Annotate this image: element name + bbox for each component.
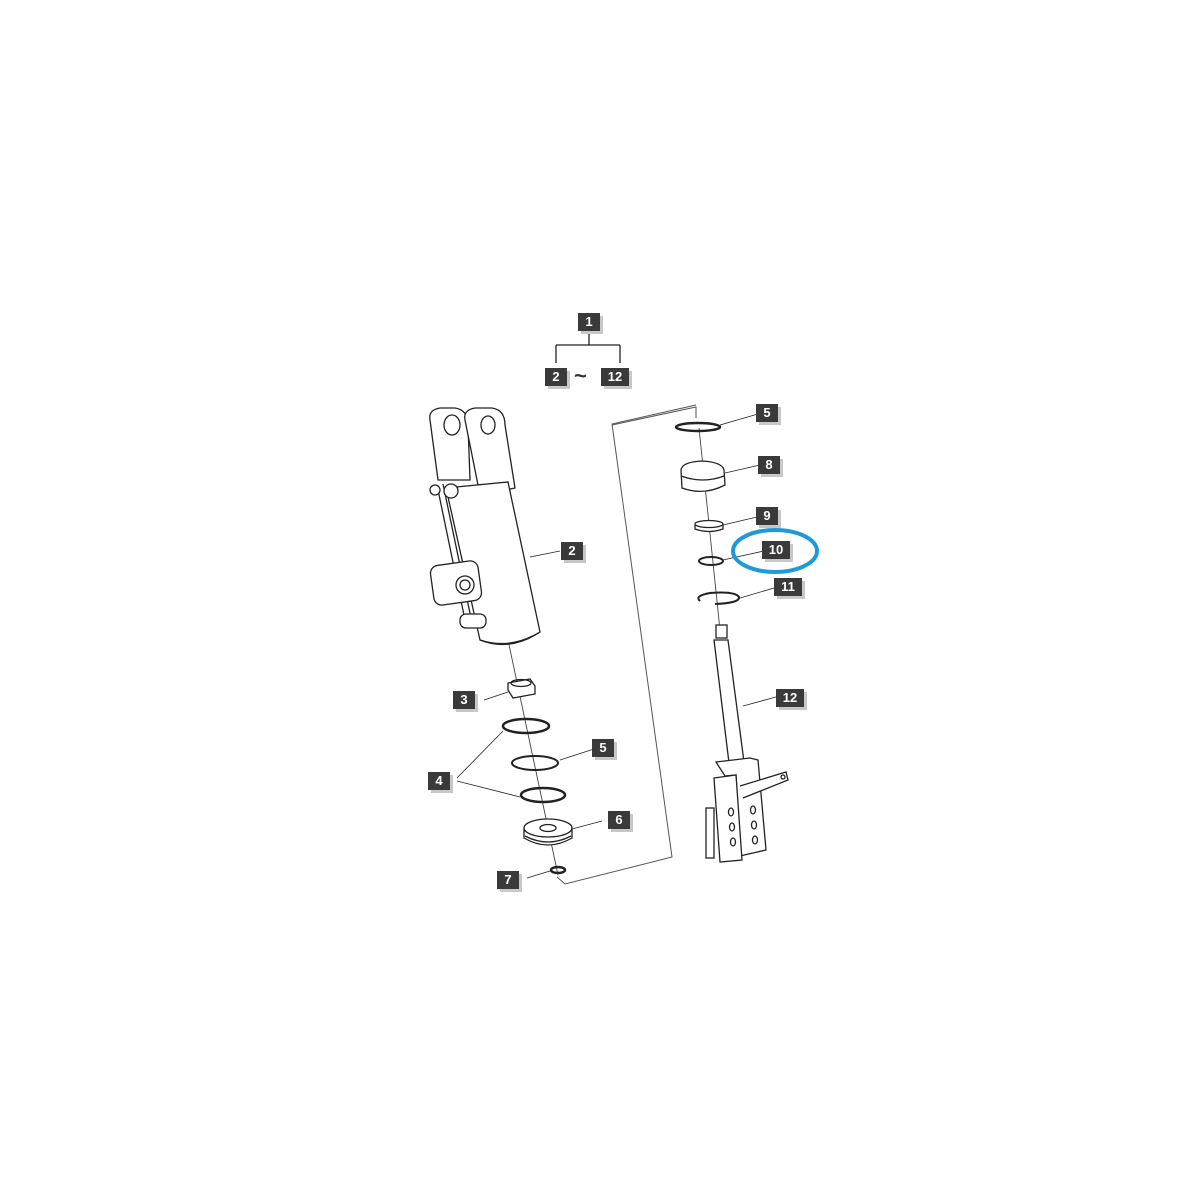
gland-cap-part[interactable] [680,460,761,492]
piston-part[interactable] [523,818,603,846]
callout-8[interactable]: 8 [758,456,780,474]
assembly-connector-line [611,406,697,426]
callout-10[interactable]: 10 [762,541,790,559]
o-ring-upper-part[interactable] [501,717,551,735]
highlight-circle [731,528,819,574]
callout-range-from[interactable]: 2 [545,368,567,386]
small-seal-part[interactable] [526,865,567,879]
callout-4[interactable]: 4 [428,772,450,790]
o-ring-middle-part[interactable] [511,755,559,771]
cylinder-body-part[interactable] [429,407,561,646]
callout-range-to[interactable]: 12 [601,368,629,386]
callout-7[interactable]: 7 [497,871,519,889]
hex-nut-part[interactable] [483,678,536,701]
callout-5-right[interactable]: 5 [756,404,778,422]
range-separator: ~ [574,363,587,388]
callout-5-left[interactable]: 5 [592,739,614,757]
assembly-connector-frame [556,404,697,885]
o-ring-top-right-part[interactable] [674,413,759,433]
assembly-bracket [555,333,621,363]
callout-12[interactable]: 12 [776,689,804,707]
washer-part[interactable] [694,516,758,533]
callout-9[interactable]: 9 [756,507,778,525]
callout-2[interactable]: 2 [561,542,583,560]
o-ring-lower-part[interactable] [519,786,567,804]
callout-11[interactable]: 11 [774,578,802,596]
callout-assembly-1[interactable]: 1 [578,313,600,331]
snap-ring-part[interactable] [697,587,775,605]
piston-rod-part[interactable] [705,624,789,863]
callout-6[interactable]: 6 [608,811,630,829]
seal-ring-part[interactable] [698,550,765,566]
callout-3[interactable]: 3 [453,691,475,709]
